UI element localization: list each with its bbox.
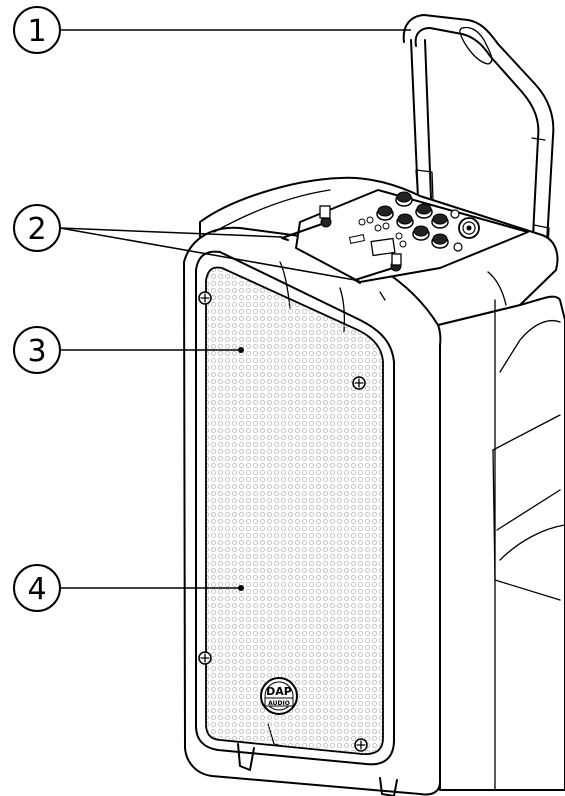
brand-badge: DAP AUDIO	[260, 677, 298, 715]
knob	[431, 213, 449, 229]
callout-3: 3	[13, 326, 244, 374]
knob	[431, 233, 449, 249]
knob	[415, 203, 433, 219]
badge-logo-text: DAP	[266, 685, 292, 698]
antenna-upper	[281, 205, 332, 241]
antenna-lower	[354, 253, 402, 284]
callout-number: 4	[27, 572, 46, 607]
control-knobs	[376, 191, 449, 249]
small-jacks	[450, 209, 463, 252]
knob	[396, 213, 414, 229]
screw-top-right	[352, 376, 366, 390]
callout-4: 4	[13, 564, 244, 612]
knob	[412, 225, 430, 241]
screw-bottom-right	[354, 738, 368, 752]
antennas	[281, 205, 402, 284]
screw-bottom-left	[198, 651, 212, 665]
screw-top-left	[198, 291, 212, 305]
knob	[395, 191, 413, 207]
trolley-handle	[402, 14, 555, 263]
callout-2: 2	[13, 204, 356, 281]
leader-line	[59, 227, 283, 238]
leader-dot	[238, 347, 244, 353]
front-bezel	[195, 250, 395, 766]
display-screen	[370, 237, 396, 257]
knob	[376, 205, 394, 221]
speaker-grille	[198, 266, 384, 755]
badge-sub-text: AUDIO	[268, 700, 290, 707]
combo-input-jack	[458, 217, 480, 239]
callout-number: 3	[27, 334, 46, 369]
control-panel	[295, 189, 529, 283]
leader-line	[59, 227, 356, 281]
callout-1: 1	[13, 6, 411, 54]
control-buttons	[348, 216, 407, 248]
callout-number: 1	[27, 14, 46, 49]
leader-dot	[238, 585, 244, 591]
callout-number: 2	[27, 212, 46, 247]
